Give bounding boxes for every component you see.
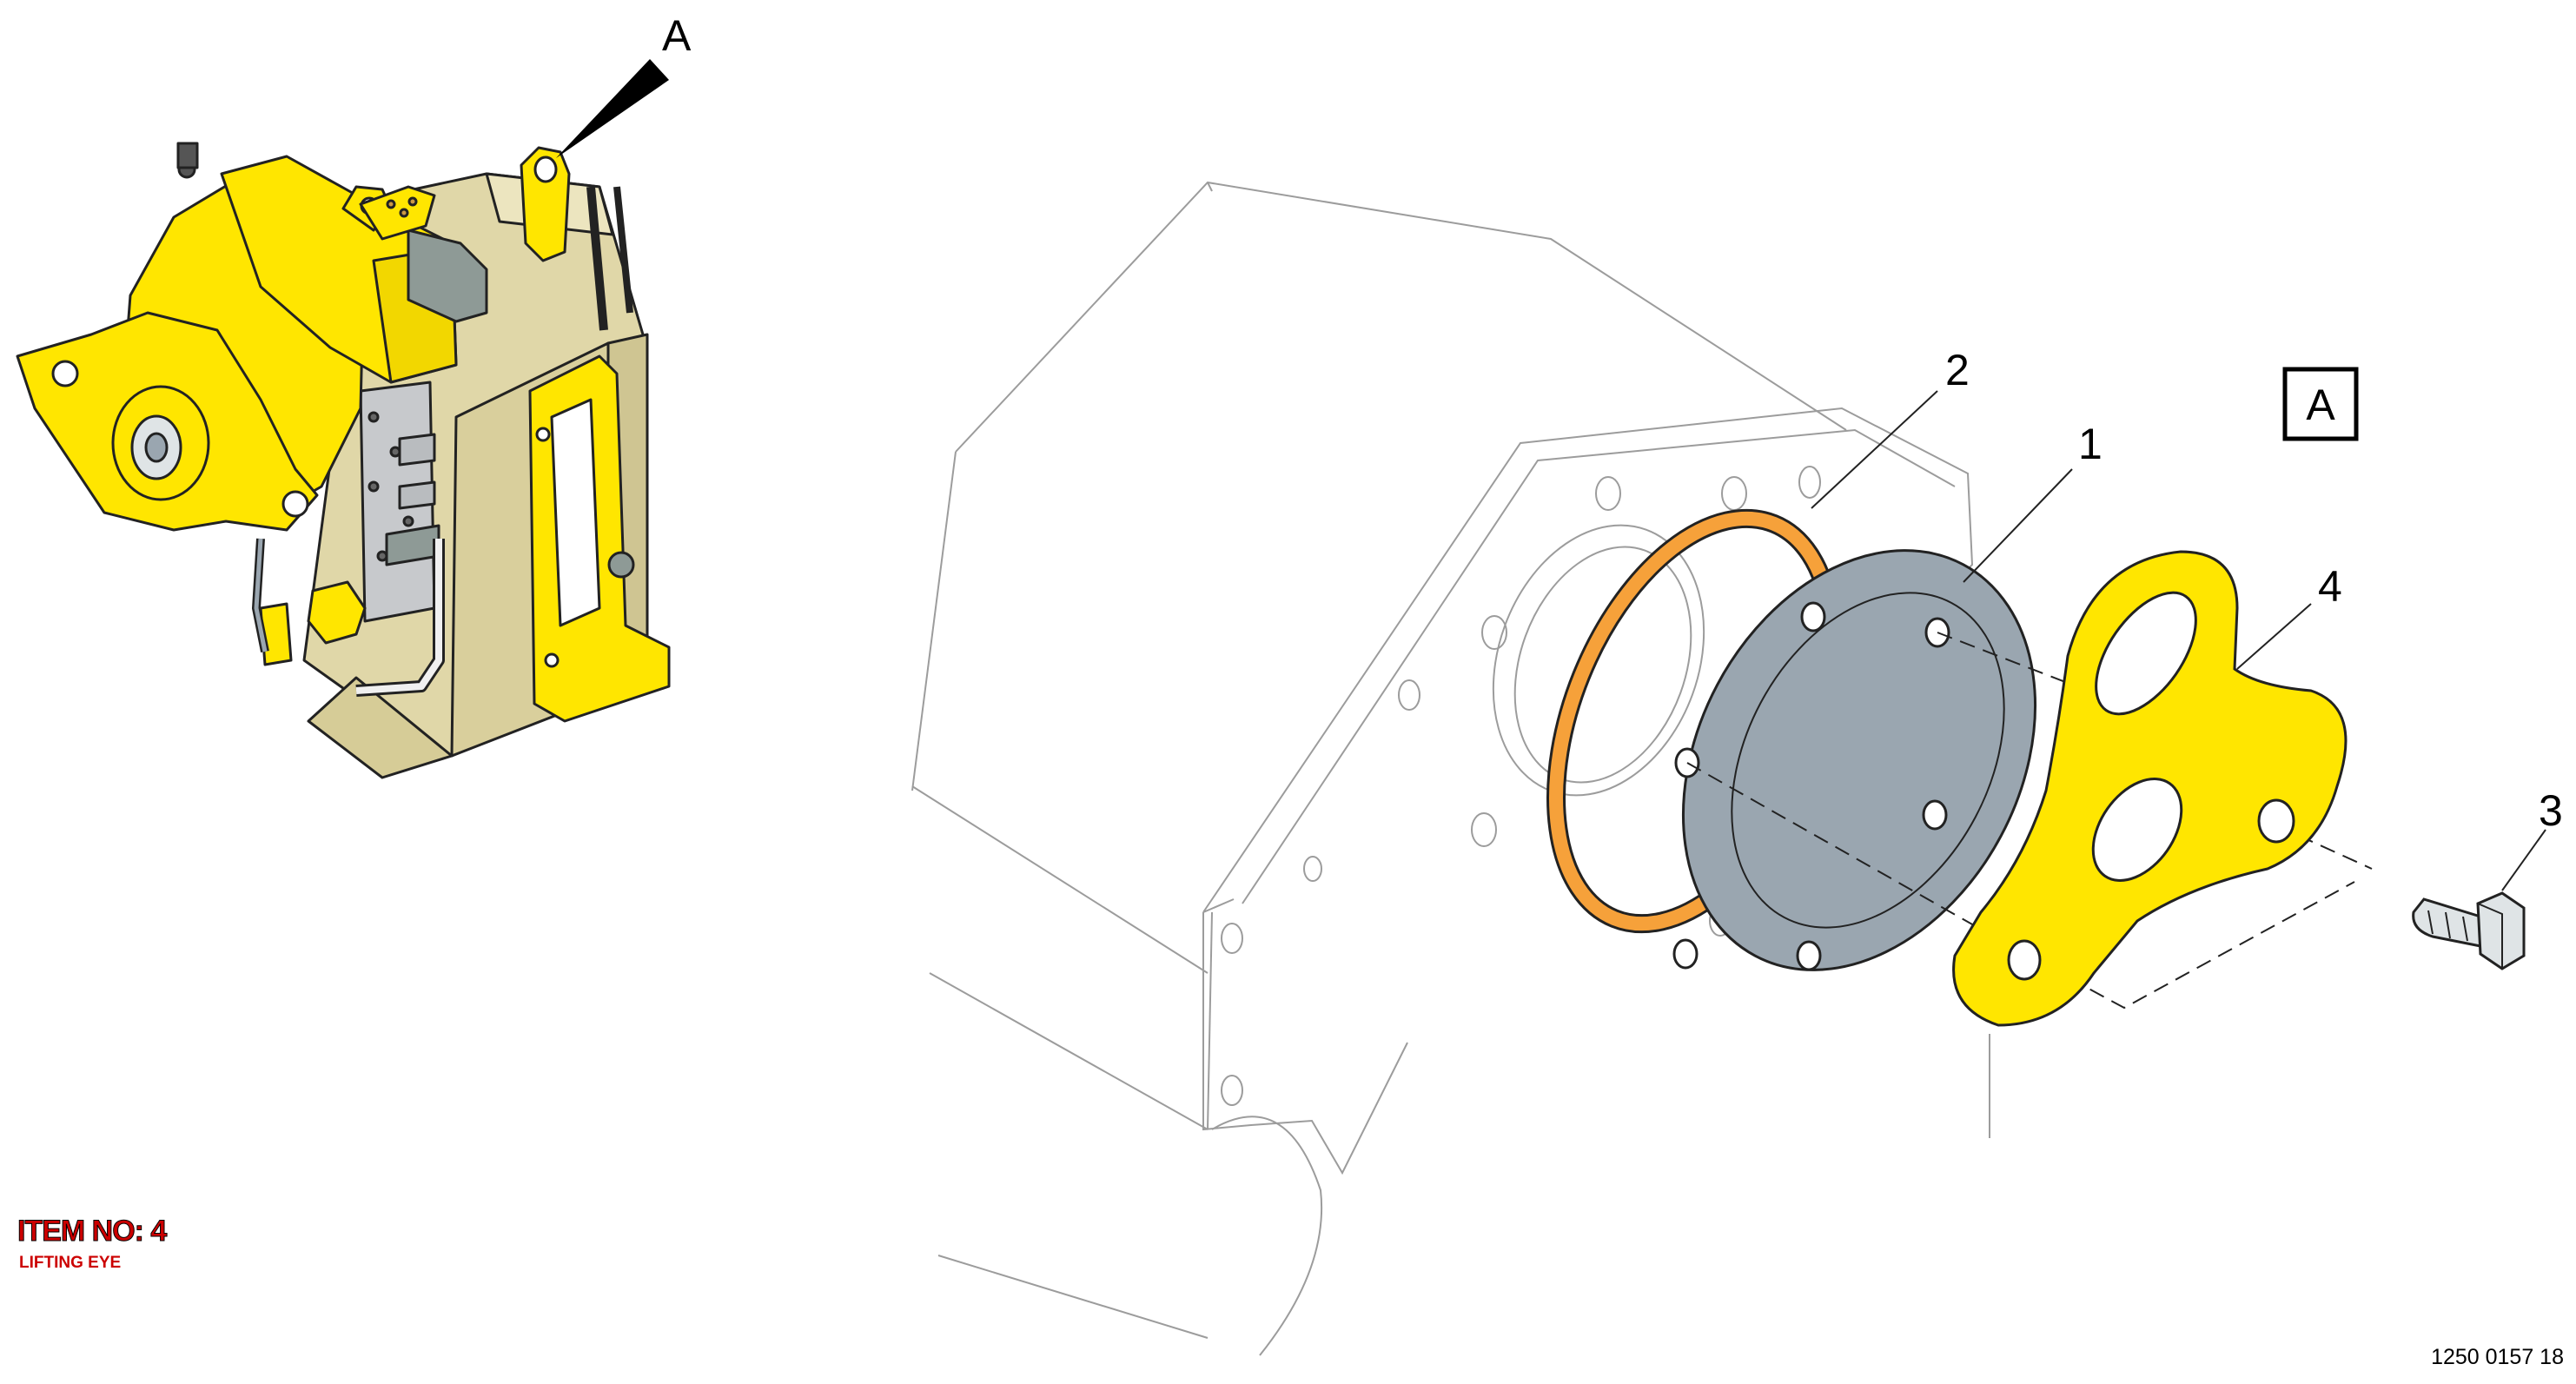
lifting-eye-installed — [520, 146, 633, 331]
yellow-front-assembly — [16, 142, 488, 666]
yellow-side-bracket — [528, 354, 671, 723]
callout-part-3: 3 — [2539, 786, 2563, 835]
part-4-lifting-eye — [1952, 550, 2348, 1027]
view-a-box: A — [2282, 367, 2359, 441]
overview-assembly — [16, 142, 671, 779]
part-1-cover-plate — [1672, 549, 2037, 971]
view-a-arrow-label: A — [662, 11, 692, 60]
part-3-bolt — [2412, 891, 2526, 970]
callout-part-2: 2 — [1945, 346, 1970, 394]
view-a-box-label: A — [2306, 381, 2335, 429]
callout-part-1: 1 — [2078, 420, 2103, 468]
view-a-arrow: A — [556, 11, 692, 158]
callout-leaders — [1811, 390, 2546, 891]
item-number-label: ITEM NO: 4 — [17, 1215, 167, 1248]
ghost-housing-outline — [911, 181, 1990, 1356]
item-description: LIFTING EYE — [19, 1254, 122, 1272]
callout-part-4: 4 — [2318, 562, 2342, 611]
document-number: 1250 0157 18 — [2431, 1345, 2564, 1369]
